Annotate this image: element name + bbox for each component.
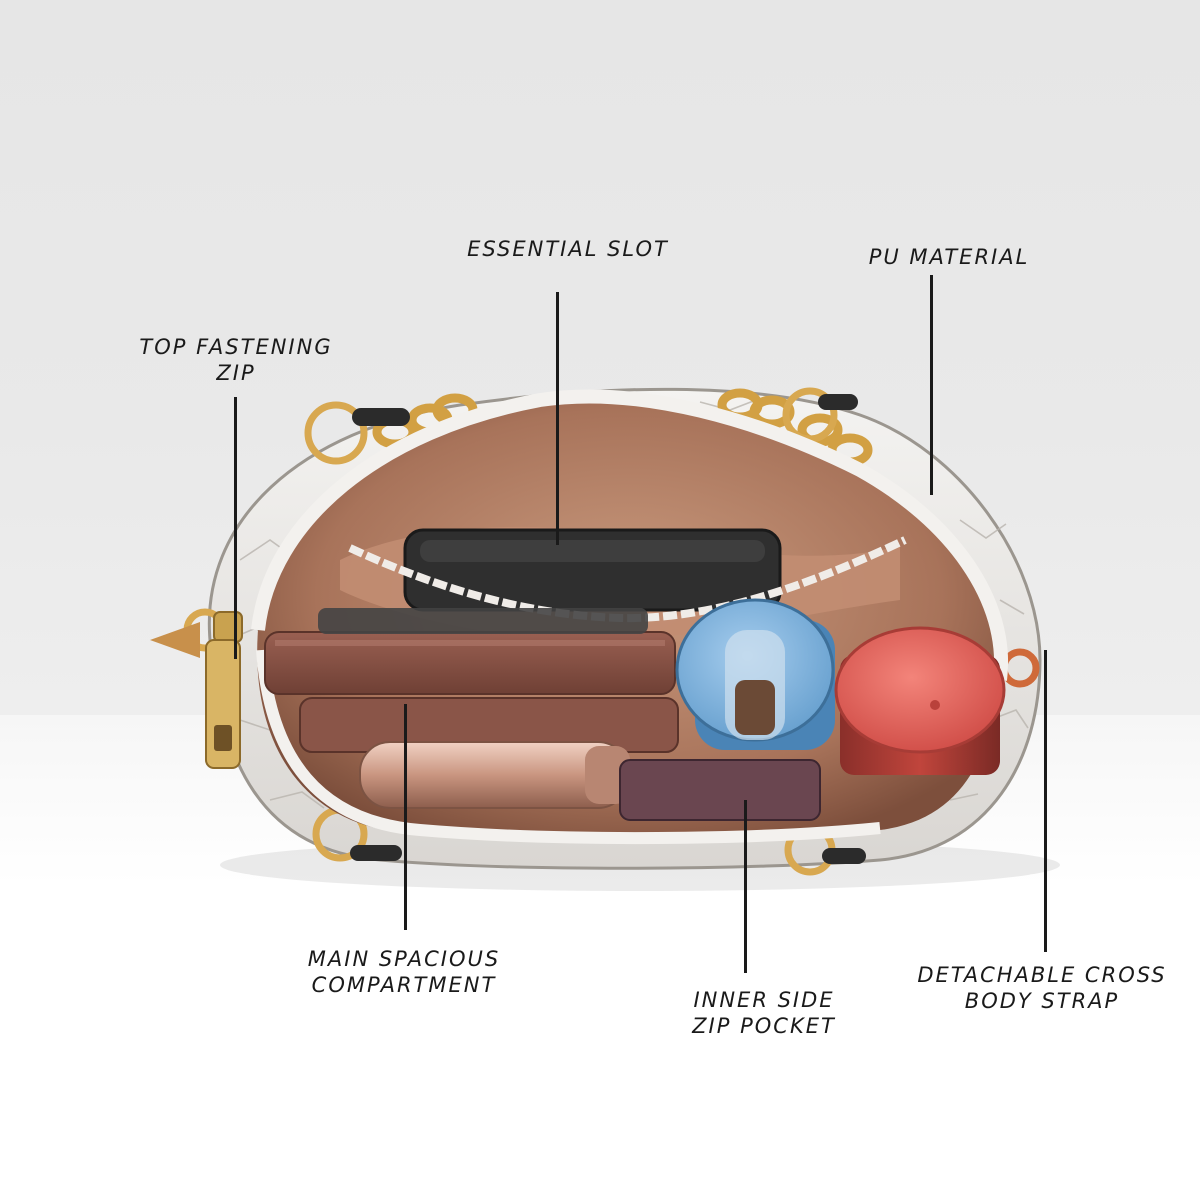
callout-text: PU MATERIAL — [868, 245, 1030, 269]
callout-text-line2: ZIP POCKET — [692, 1014, 836, 1038]
leader-line-crossbody-strap — [1044, 650, 1047, 952]
leader-line-essential-slot — [556, 292, 559, 545]
callout-essential-slot: ESSENTIAL SLOT — [462, 236, 674, 262]
leader-line-top-zip — [234, 397, 237, 659]
zipper-tape-bottom — [256, 649, 881, 845]
callout-inner-zip-pocket: INNER SIDE ZIP POCKET — [666, 987, 862, 1039]
callout-pu-material: PU MATERIAL — [860, 244, 1038, 270]
leader-line-inner-zip-pocket — [744, 800, 747, 973]
callout-text-line1: TOP FASTENING — [139, 335, 333, 359]
callout-text: ESSENTIAL SLOT — [467, 237, 669, 261]
zipper-tape — [251, 389, 1009, 681]
callout-text-line1: DETACHABLE CROSS — [917, 963, 1167, 987]
side-tab — [150, 622, 200, 658]
compact-case — [619, 759, 821, 821]
red-bottle — [834, 626, 1006, 775]
callout-crossbody-strap: DETACHABLE CROSS BODY STRAP — [914, 962, 1170, 1014]
callout-text-line2: ZIP — [216, 361, 256, 385]
strap-tabs — [350, 394, 866, 864]
callout-text-line1: MAIN SPACIOUS — [307, 947, 501, 971]
callout-text-line2: COMPARTMENT — [311, 973, 497, 997]
phone — [318, 608, 648, 634]
callout-top-fastening-zip: TOP FASTENING ZIP — [128, 334, 344, 386]
wallet — [264, 631, 679, 753]
callout-text-line2: BODY STRAP — [964, 989, 1120, 1013]
zip-pull — [205, 611, 243, 769]
callout-text-line1: INNER SIDE — [693, 988, 835, 1012]
leader-line-pu-material — [930, 275, 933, 495]
blue-bottle — [675, 598, 835, 750]
callout-main-compartment: MAIN SPACIOUS COMPARTMENT — [292, 946, 516, 998]
leader-line-main-compartment — [404, 704, 407, 930]
lipstick — [359, 741, 630, 809]
